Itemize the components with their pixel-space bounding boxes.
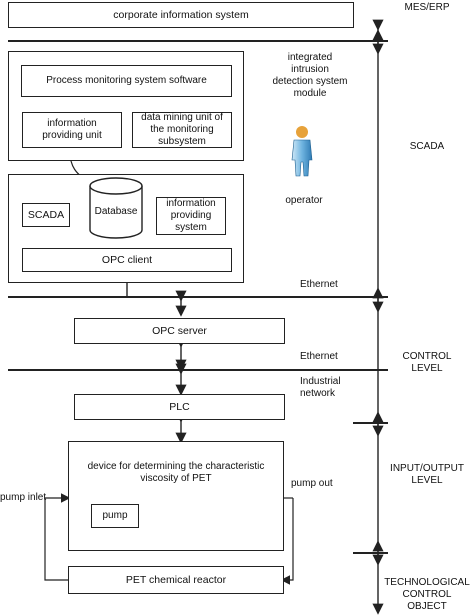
- database-label: Database: [94, 206, 138, 217]
- pump-inlet-line: [44, 498, 68, 581]
- ethernet-label-1: Ethernet: [300, 279, 338, 290]
- level-control: CONTROL LEVEL: [402, 351, 452, 374]
- level-input-output: INPUT/OUTPUT LEVEL: [390, 463, 464, 486]
- level-line-mes: [8, 40, 388, 42]
- process-monitoring-software: Process monitoring system software: [21, 65, 232, 97]
- viscosity-device: [68, 441, 284, 551]
- reactor-label: PET chemical reactor: [125, 574, 227, 586]
- info-system-label: information providing system: [166, 198, 216, 233]
- corporate-label: corporate information system: [113, 9, 249, 21]
- pump-out-label: pump out: [291, 478, 333, 489]
- opc-server: OPC server: [74, 318, 285, 344]
- level-scada: SCADA: [409, 141, 445, 152]
- data-mining-unit: data mining unit of the monitoring subsy…: [132, 112, 232, 148]
- data-mining-label: data mining unit of the monitoring subsy…: [141, 112, 223, 147]
- info-unit-label: information providing unit: [42, 118, 102, 141]
- information-providing-unit: information providing unit: [22, 112, 122, 148]
- plc: PLC: [74, 394, 285, 420]
- level-line-io: [353, 422, 388, 424]
- corporate-information-system: corporate information system: [8, 2, 354, 28]
- opc-server-label: OPC server: [152, 325, 207, 337]
- pump: pump: [91, 504, 139, 528]
- level-mes-erp: MES/ERP: [404, 2, 450, 13]
- industrial-network-label: Industrial network: [300, 376, 341, 399]
- pump-inlet-label: pump inlet: [0, 492, 47, 503]
- scada-box-label: SCADA: [27, 209, 65, 221]
- pet-chemical-reactor: PET chemical reactor: [68, 566, 284, 594]
- scada-box: SCADA: [22, 203, 70, 227]
- device-label: device for determining the characteristi…: [87, 461, 265, 484]
- level-technological: TECHNOLOGICAL CONTROL OBJECT: [384, 577, 470, 612]
- information-providing-system: information providing system: [156, 197, 226, 235]
- ethernet-label-2: Ethernet: [300, 351, 338, 362]
- opc-client-label: OPC client: [101, 254, 153, 266]
- module-label: integrated intrusion detection system mo…: [272, 52, 348, 99]
- process-software-label: Process monitoring system software: [46, 75, 207, 86]
- opc-client: OPC client: [22, 248, 232, 272]
- plc-label: PLC: [169, 401, 190, 413]
- operator-label: operator: [285, 195, 323, 206]
- level-line-tech: [353, 552, 388, 554]
- level-line-ethernet-top: [8, 296, 388, 298]
- level-line-ethernet-bottom: [8, 369, 388, 371]
- pump-label: pump: [102, 510, 128, 521]
- pump-out-line: [280, 498, 294, 585]
